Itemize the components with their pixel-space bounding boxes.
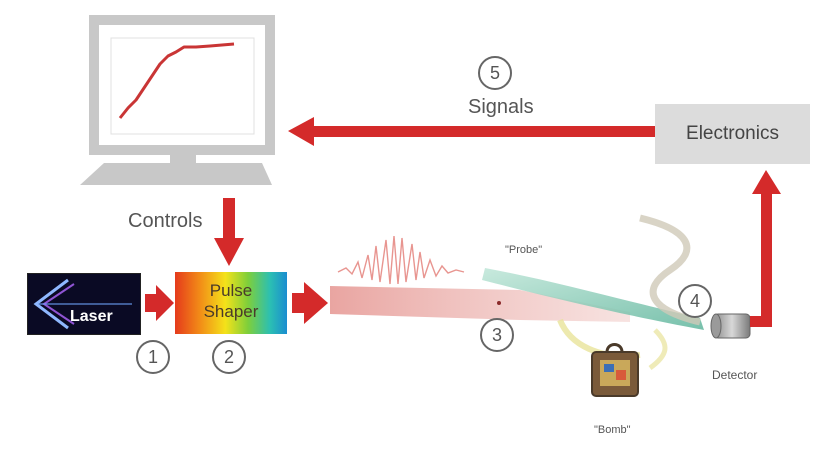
- pulse-shaper-box: Pulse Shaper: [175, 272, 287, 334]
- laser-to-shaper-arrow: [145, 285, 174, 321]
- laser-label: Laser: [70, 308, 113, 325]
- probe-beam: [482, 268, 704, 330]
- monitor-icon: [80, 15, 275, 185]
- bomb-field-arc-left: [557, 318, 641, 359]
- shaper-to-beam-arrow: [292, 282, 328, 324]
- beam-marker: [497, 301, 501, 305]
- step-3-badge: 3: [480, 318, 514, 352]
- bomb-label: "Bomb": [594, 424, 631, 436]
- step-5-badge: 5: [478, 56, 512, 90]
- bomb-field-arc-right: [648, 328, 668, 371]
- laser-glow-icon: [33, 278, 132, 330]
- signals-arrow: [288, 117, 656, 146]
- probe-wave: [639, 214, 701, 326]
- step-4-badge: 4: [678, 284, 712, 318]
- controls-label: Controls: [128, 210, 203, 232]
- detector-label: Detector: [712, 368, 758, 382]
- detector-to-electronics-arrow: [750, 170, 781, 327]
- pulse-label: Pulse: [209, 281, 253, 300]
- monitor-plot-line: [118, 42, 235, 119]
- laser-beam: [330, 286, 630, 322]
- step-1-badge: 1: [136, 340, 170, 374]
- shaper-label: Shaper: [203, 302, 259, 321]
- pulse-waveform: [337, 235, 465, 285]
- laser-box: Laser: [27, 273, 141, 335]
- electronics-label: Electronics: [686, 123, 779, 144]
- detector-icon: [710, 313, 751, 339]
- controls-arrow: [214, 198, 244, 266]
- bomb-briefcase-icon: [591, 343, 639, 397]
- step-2-badge: 2: [212, 340, 246, 374]
- probe-label: "Probe": [505, 244, 543, 256]
- electronics-box: Electronics: [655, 104, 810, 164]
- signals-label: Signals: [468, 96, 534, 118]
